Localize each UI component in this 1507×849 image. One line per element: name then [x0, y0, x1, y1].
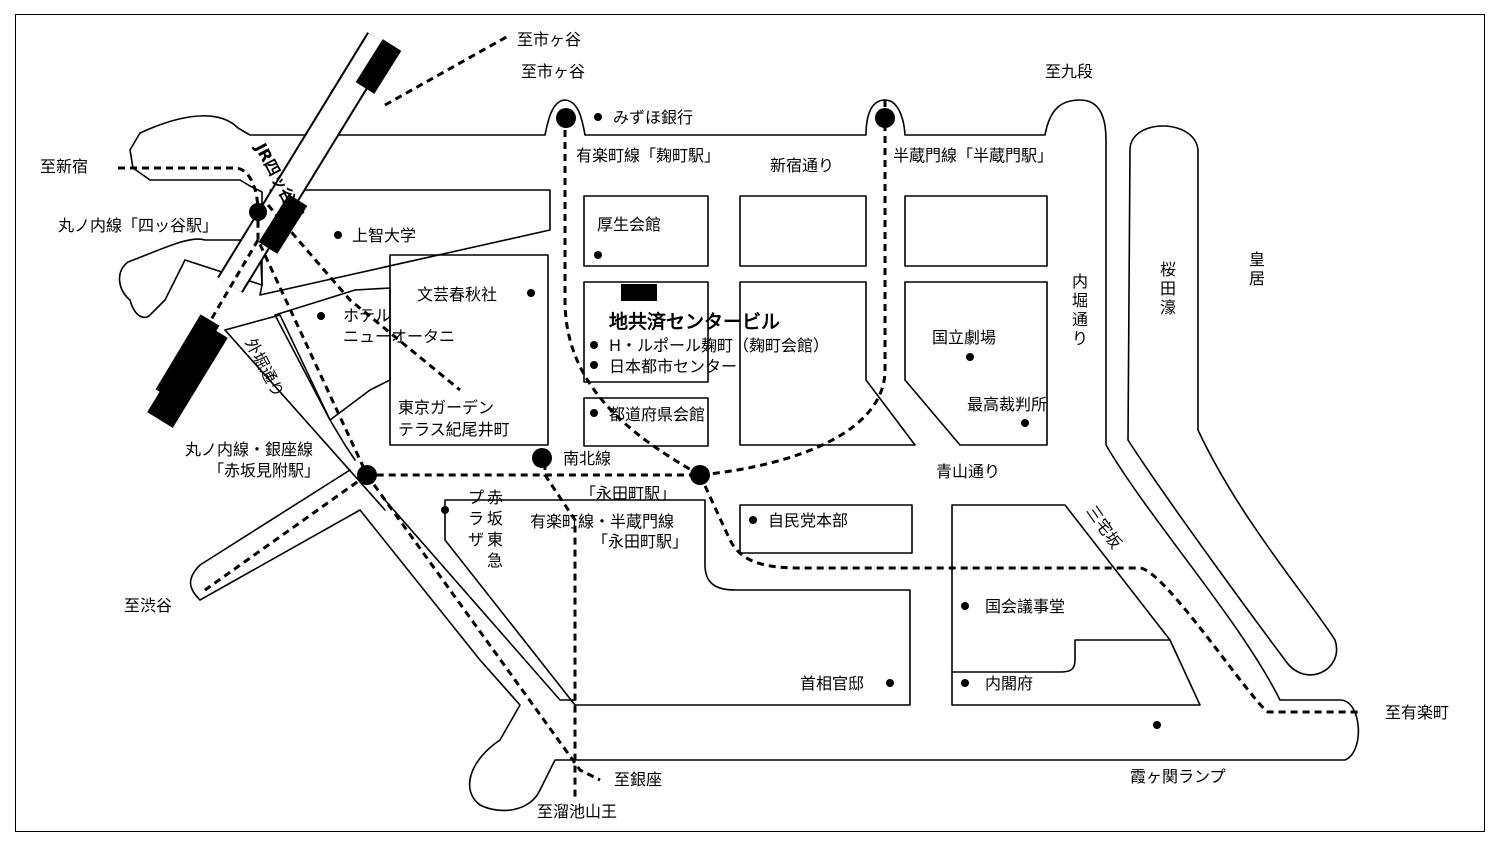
label-hanzomon-station: 半蔵門線「半蔵門駅」: [893, 146, 1054, 165]
map-frame: [15, 14, 1485, 832]
landmark-dots: [317, 113, 1161, 729]
block-kosei: [583, 195, 709, 267]
label-to-kudan: 至九段: [1045, 62, 1094, 81]
label-h-leport: H・ルポール麹町（麹町会館）: [609, 336, 830, 355]
station-nanboku: [532, 448, 552, 468]
label-supreme-court: 最高裁判所: [967, 395, 1048, 414]
label-prazza-7: 急: [487, 551, 504, 570]
label-new-otani: ニューオータニ: [343, 327, 456, 346]
label-todofuken-kaikan: 都道府県会館: [609, 405, 706, 424]
label-to-yurakucho: 至有楽町: [1385, 703, 1450, 722]
label-prazza-5: 坂: [487, 509, 504, 528]
label-to-ichigaya-1: 至市ヶ谷: [517, 30, 582, 49]
block-cabinet: [951, 639, 1201, 706]
label-nagatacho-1: 「永田町駅」: [580, 484, 677, 503]
label-prazza-2: ラ: [468, 509, 485, 528]
label-to-ginza: 至銀座: [614, 770, 663, 789]
block-bungei: [389, 254, 549, 446]
station-yotsuya: [249, 203, 267, 221]
label-to-tameike-sanno: 至溜池山王: [537, 802, 618, 821]
label-sakuradabori: 桜田濠: [1159, 260, 1176, 317]
label-nagatacho-3: 「永田町駅」: [592, 532, 689, 551]
label-mizuho-bank: みずほ銀行: [613, 108, 694, 127]
label-target-building: 地共済センタービル: [609, 311, 781, 333]
label-aoyama-dori: 青山通り: [936, 462, 1001, 481]
label-diet-building: 国会議事堂: [985, 597, 1066, 616]
block-todofuken: [583, 397, 709, 447]
label-marunouchi-yotsuya: 丸ノ内線「四ッ谷駅」: [58, 216, 219, 235]
label-sophia-univ: 上智大学: [352, 226, 417, 245]
target-building-marker: [621, 284, 657, 301]
label-prazza-4: 赤: [487, 488, 504, 507]
block-target: [583, 281, 709, 383]
block-shinjuku-mid: [739, 195, 867, 267]
label-nanboku: 南北線: [563, 449, 612, 468]
label-akasaka-mitsuke-1: 丸ノ内線・銀座線: [185, 440, 314, 459]
road-outlines: [118, 99, 1360, 812]
road-uchibori: [1127, 125, 1338, 676]
label-tokyo-garden-2: テラス紀尾井町: [398, 420, 510, 439]
block-south-left: [444, 499, 911, 706]
label-kasumigaseki-ramp: 霞ヶ関ランプ: [1130, 767, 1226, 786]
road-sotobori: [118, 238, 386, 511]
block-theatre: [904, 281, 1048, 446]
station-hanzomon: [875, 108, 895, 128]
label-yurakucho-kojimachi: 有楽町線「麹町駅」: [576, 146, 721, 165]
label-national-theatre: 国立劇場: [932, 328, 997, 347]
label-prazza-1: プ: [468, 488, 485, 507]
label-imperial-palace: 皇居: [1248, 250, 1265, 288]
station-nagatacho: [690, 465, 710, 485]
label-to-shibuya: 至渋谷: [124, 596, 173, 615]
label-akasaka-mitsuke-2: 「赤坂見附駅」: [208, 461, 321, 480]
block-hleport: [739, 281, 916, 446]
label-to-ichigaya-2: 至市ヶ谷: [521, 62, 586, 81]
station-akasaka-mitsuke: [357, 465, 377, 485]
label-shinjuku-dori: 新宿通り: [770, 156, 835, 175]
label-tokyo-garden-1: 東京ガーデン: [398, 398, 495, 417]
label-ldp-hq: 自民党本部: [768, 511, 849, 530]
label-prazza-3: ザ: [468, 530, 485, 549]
label-uchibori-dori: 内堀通り: [1071, 272, 1088, 348]
subway-routes: [118, 33, 1360, 800]
block-diet: [951, 504, 1171, 673]
label-nagatacho-2: 有楽町線・半蔵門線: [530, 512, 675, 531]
block-ldp: [739, 504, 913, 554]
road-sw-diagonal: [189, 314, 581, 812]
block-hanzomon: [904, 195, 1048, 267]
label-prazza-6: 東: [487, 530, 504, 549]
label-pm-residence: 首相官邸: [800, 674, 865, 693]
label-kosei-kaikan: 厚生会館: [597, 215, 662, 234]
label-to-shinjuku: 至新宿: [40, 157, 89, 176]
station-kojimachi: [556, 108, 576, 128]
label-cabinet-office: 内閣府: [985, 674, 1034, 693]
label-hotel: ホテル: [343, 306, 392, 325]
label-bungeishunju: 文芸春秋社: [417, 285, 498, 304]
stations: [249, 108, 895, 485]
label-nihon-toshi: 日本都市センター: [609, 357, 738, 376]
